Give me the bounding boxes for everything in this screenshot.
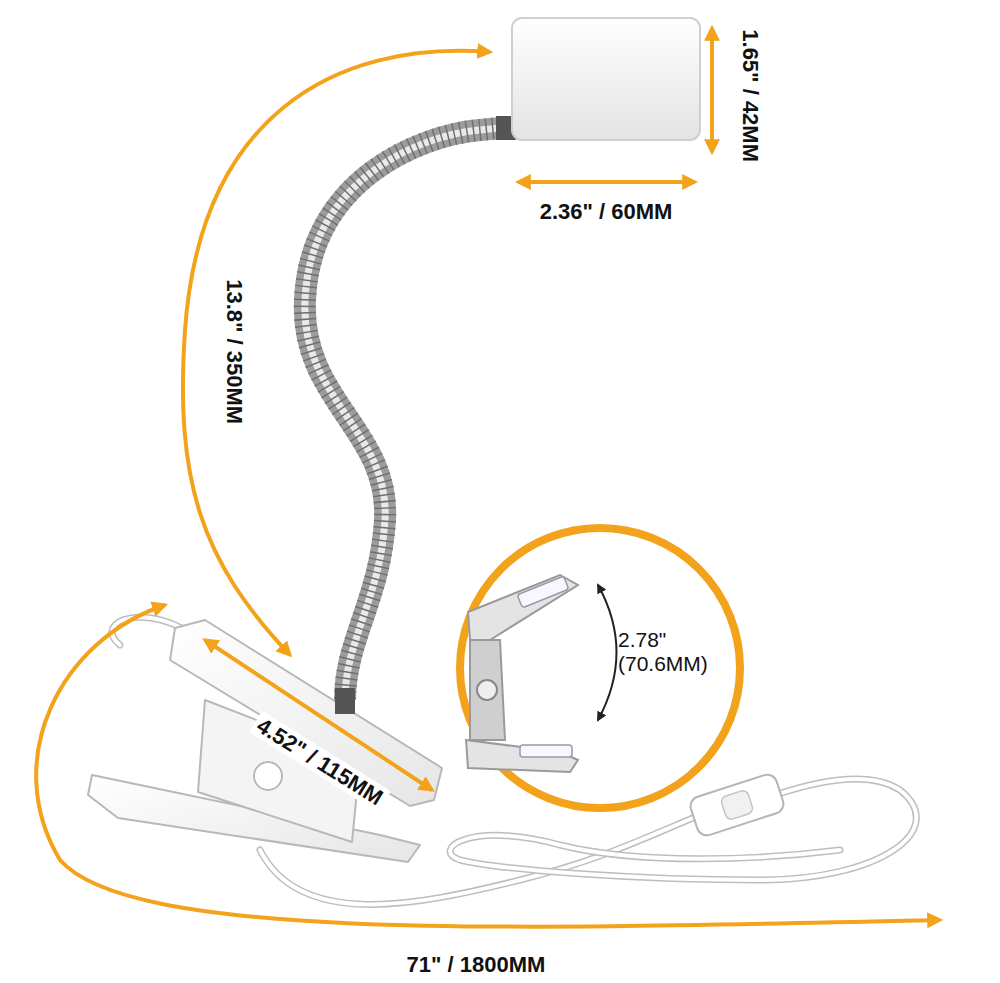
dimension-label: 2.36" / 60MM: [540, 199, 673, 224]
dimension-label: 13.8" / 350MM: [221, 280, 246, 425]
dimension-label: 71" / 1800MM: [407, 952, 546, 977]
dimension-label: 2.78" (70.6MM): [618, 628, 718, 676]
dimension-arrows: [36, 28, 940, 927]
dimension-label: 1.65" / 42MM: [737, 30, 762, 163]
inline-switch: [688, 772, 786, 838]
inset-detail: [460, 528, 740, 808]
clamp-base: [88, 620, 442, 862]
lamp-head: [512, 18, 700, 140]
